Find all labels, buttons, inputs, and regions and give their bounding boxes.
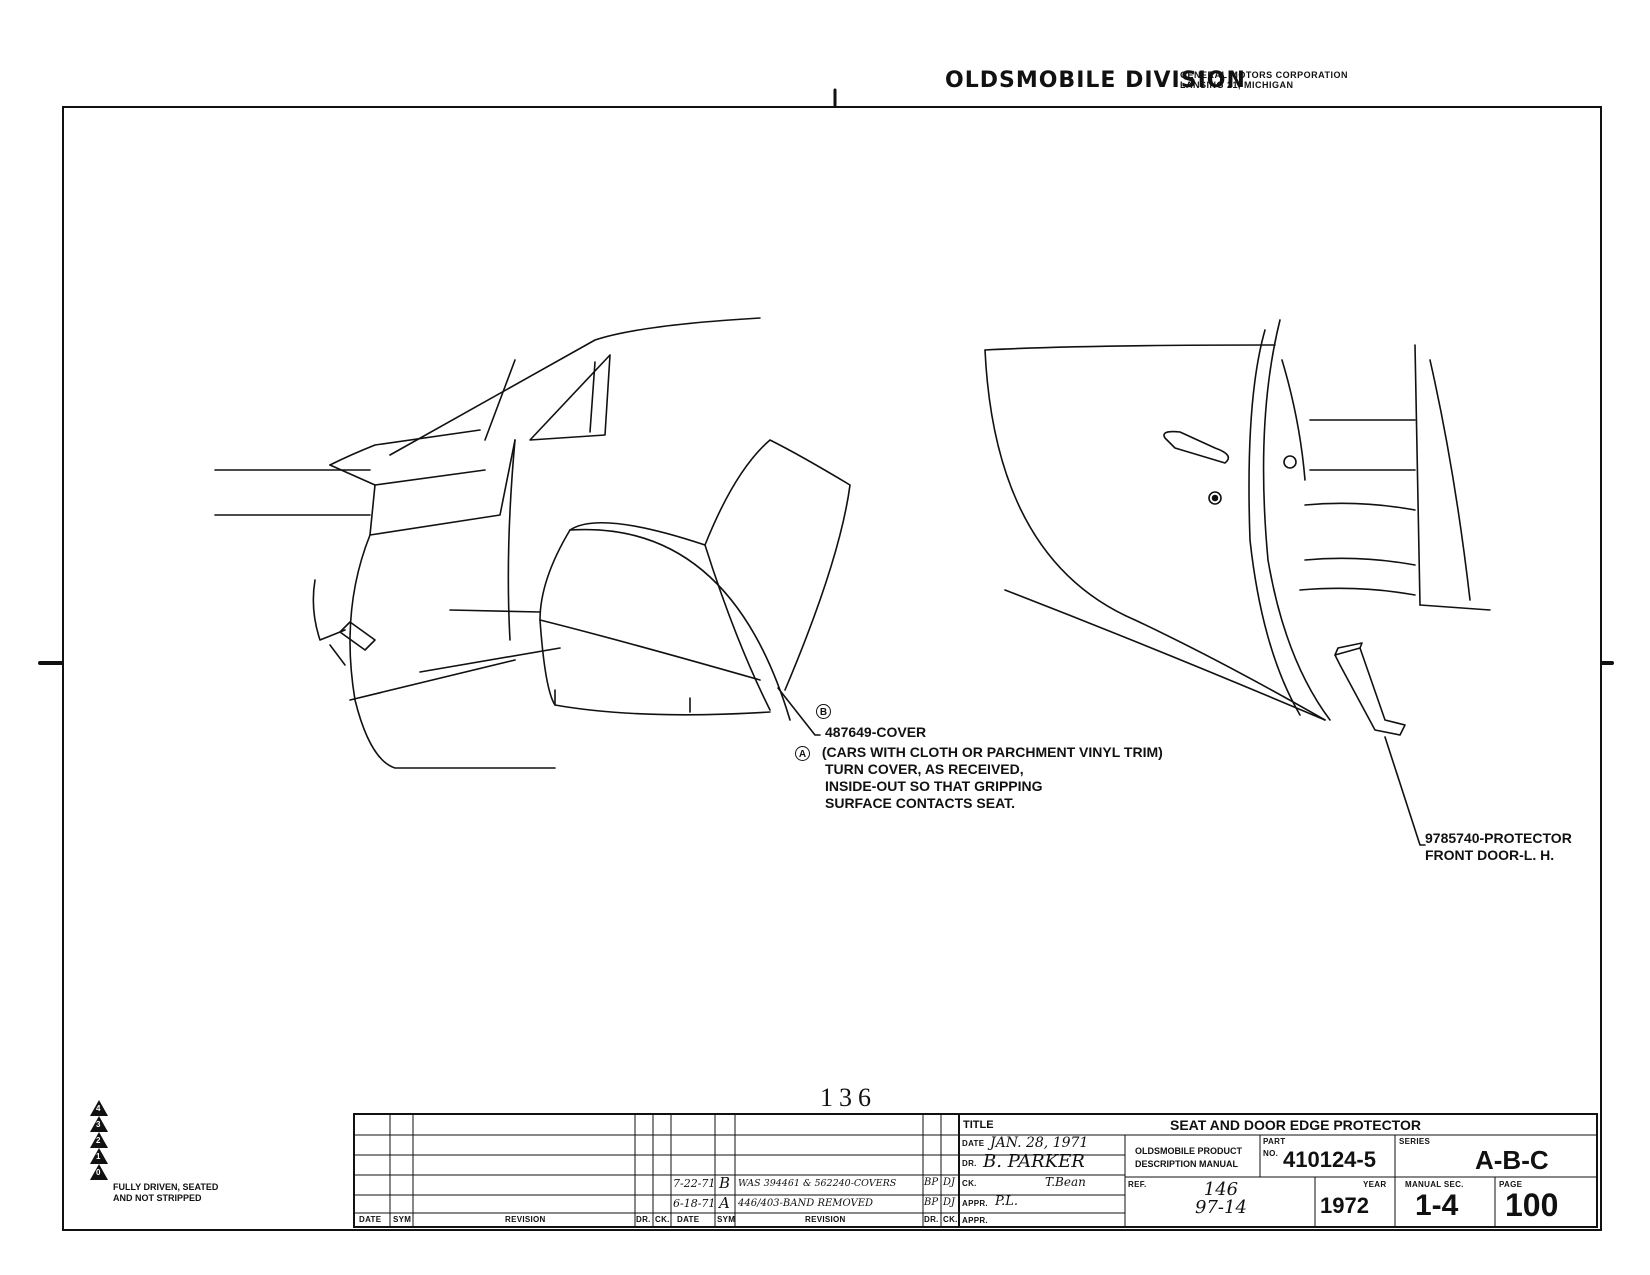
- rev-header-date-2: DATE: [677, 1215, 700, 1224]
- approved-by-2-label: APPR.: [962, 1216, 988, 1225]
- part-no-label: NO.: [1263, 1149, 1279, 1158]
- car-seat-drawing: [214, 317, 851, 769]
- rev-header-ck-2: CK.: [943, 1215, 958, 1224]
- approved-by-label: APPR.: [962, 1199, 988, 1208]
- title-block: DATE SYM REVISION DR. CK. DATE SYM REVIS…: [353, 1113, 1598, 1228]
- drawing-date: JAN. 28, 1971: [990, 1135, 1089, 1151]
- rev-a-sym: A: [719, 1194, 730, 1212]
- protector-part-label: 9785740-PROTECTOR: [1425, 830, 1572, 846]
- manual-name: OLDSMOBILE PRODUCT DESCRIPTION MANUAL: [1135, 1146, 1242, 1169]
- rev-b-dr: BP: [924, 1177, 939, 1188]
- manual-section-label: MANUAL SEC.: [1405, 1180, 1464, 1189]
- rev-a-text: 446/403-BAND REMOVED: [738, 1198, 874, 1209]
- rev-a-dr: BP: [924, 1197, 939, 1208]
- rev-header-date: DATE: [359, 1215, 382, 1224]
- rev-header-dr: DR.: [636, 1215, 651, 1224]
- reference-label: REF.: [1128, 1180, 1147, 1189]
- rev-header-revision-2: REVISION: [805, 1215, 846, 1224]
- series-value: A-B-C: [1475, 1145, 1549, 1175]
- date-label: DATE: [962, 1139, 985, 1148]
- sheet-border: [62, 106, 1602, 1231]
- cover-note-line3: INSIDE-OUT SO THAT GRIPPING: [825, 778, 1043, 794]
- rev-a-date: 6-18-71: [673, 1197, 716, 1210]
- division-title: OLDSMOBILE DIVISION: [945, 68, 1246, 93]
- drawing-title: SEAT AND DOOR EDGE PROTECTOR: [1170, 1117, 1421, 1133]
- triangle-0-icon: 0: [90, 1164, 108, 1180]
- fastener-legend: 4 3 2 1 0: [90, 1100, 108, 1180]
- part-number: 410124-5: [1283, 1147, 1376, 1172]
- protector-callout: 9785740-PROTECTOR FRONT DOOR-L. H.: [1425, 830, 1572, 864]
- approved-by: P.L.: [995, 1194, 1019, 1209]
- drawn-by-label: DR.: [962, 1159, 977, 1168]
- year-label: YEAR: [1363, 1180, 1387, 1189]
- cover-note-line4: SURFACE CONTACTS SEAT.: [825, 795, 1016, 811]
- checked-by: T.Bean: [1045, 1175, 1086, 1189]
- triangle-2-icon: 2: [90, 1132, 108, 1148]
- cover-note-line2: TURN COVER, AS RECEIVED,: [825, 761, 1024, 777]
- door-protector-drawing: [984, 319, 1491, 846]
- revision-a-circle: A: [795, 746, 810, 761]
- page-label: PAGE: [1499, 1180, 1523, 1189]
- manual-section-value: 1-4: [1415, 1189, 1459, 1222]
- title-block-grid: [355, 1115, 1596, 1226]
- rev-a-ck: DJ: [943, 1197, 956, 1208]
- corporation-location: LANSING 21, MICHIGAN: [1180, 80, 1294, 90]
- rev-header-revision: REVISION: [505, 1215, 546, 1224]
- drawn-by: B. PARKER: [983, 1151, 1085, 1172]
- cover-note-line1: (CARS WITH CLOTH OR PARCHMENT VINYL TRIM…: [821, 744, 1163, 760]
- checked-by-label: CK.: [962, 1179, 977, 1188]
- year-value: 1972: [1320, 1193, 1369, 1218]
- reference-values: 146 97-14: [1195, 1179, 1247, 1218]
- series-label: SERIES: [1399, 1137, 1431, 1146]
- rev-b-ck: DJ: [943, 1177, 956, 1188]
- page-number: 136: [820, 1083, 877, 1112]
- cover-callout: B: [816, 702, 831, 719]
- cover-part-label: 487649-COVER: [825, 724, 927, 740]
- rev-b-date: 7-22-71: [673, 1177, 716, 1190]
- rev-b-text: WAS 394461 & 562240-COVERS: [738, 1178, 897, 1189]
- triangle-1-icon: 1: [90, 1148, 108, 1164]
- rev-header-dr-2: DR.: [924, 1215, 939, 1224]
- cover-note: A (CARS WITH CLOTH OR PARCHMENT VINYL TR…: [795, 744, 1163, 812]
- rev-header-sym-2: SYM: [717, 1215, 736, 1224]
- rev-header-ck: CK.: [655, 1215, 670, 1224]
- legend-text: FULLY DRIVEN, SEATED AND NOT STRIPPED: [113, 1182, 219, 1203]
- part-label: PART: [1263, 1137, 1286, 1146]
- corporation-address: GENERAL MOTORS CORPORATION LANSING 21, M…: [1180, 70, 1348, 90]
- rev-b-sym: B: [719, 1174, 731, 1192]
- revision-b-circle: B: [816, 704, 831, 719]
- rev-header-sym: SYM: [393, 1215, 412, 1224]
- triangle-3-icon: 3: [90, 1116, 108, 1132]
- page-value: 100: [1505, 1187, 1559, 1223]
- protector-location-label: FRONT DOOR-L. H.: [1425, 847, 1555, 863]
- triangle-4-icon: 4: [90, 1100, 108, 1116]
- title-label: TITLE: [963, 1119, 994, 1131]
- corporation-name: GENERAL MOTORS CORPORATION: [1180, 70, 1349, 80]
